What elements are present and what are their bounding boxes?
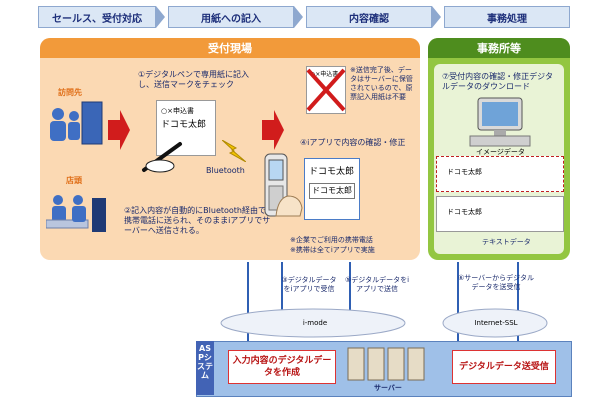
phone-screen-preview: ドコモ太郎 ドコモ太郎 — [304, 158, 360, 220]
computer-icon — [469, 97, 531, 147]
text-data-label: テキストデータ — [482, 238, 531, 246]
create-data-box: 入力内容のデジタルデータを作成 — [228, 350, 336, 384]
hand-icon — [275, 195, 303, 217]
form-title: ○×申込書 — [161, 107, 194, 115]
reception-panel-title: 受付現場 — [40, 38, 420, 58]
process-step-sales: セールス、受付対応 — [38, 6, 156, 28]
step5-text: ⑤デジタルデータをiアプリで送信 — [344, 276, 410, 293]
image-data-form: ドコモ太郎 — [436, 156, 564, 192]
asp-system-label: ASPシステム — [197, 344, 213, 380]
visit-label: 訪問先 — [58, 88, 82, 97]
ssl-cloud-icon — [442, 308, 548, 338]
office-panel-title: 事務所等 — [428, 38, 570, 58]
screen-name-1: ドコモ太郎 — [309, 167, 355, 177]
step3-text: ③デジタルデータをiアプリで受信 — [281, 276, 337, 293]
step1-text: ①デジタルペンで専用紙に記入し、送信マークをチェック — [138, 70, 250, 89]
phone-note-2: ※携帯は全てiアプリで実施 — [290, 246, 375, 254]
screen-name-2: ドコモ太郎 — [309, 183, 355, 199]
process-step-fill: 用紙への記入 — [168, 6, 294, 28]
phone-note-1: ※企業でご利用の携帯電話 — [290, 236, 373, 244]
store-people-illustration — [46, 195, 106, 232]
bluetooth-label: Bluetooth — [206, 166, 245, 175]
discarded-form-title: ○×申込書 — [310, 71, 339, 78]
digital-pen-icon — [142, 142, 182, 173]
image-form-name: ドコモ太郎 — [447, 168, 482, 176]
imode-label: i-mode — [302, 319, 328, 327]
cross-mark-icon — [306, 68, 346, 112]
form-name: ドコモ太郎 — [161, 120, 207, 130]
no-paper-note: ※送信完了後、データはサーバーに保管されているので、原票記入用紙は不要 — [350, 66, 413, 101]
step7-text: ⑦受付内容の確認・修正デジタルデータのダウンロード — [442, 72, 554, 91]
asp-system-sidebar — [196, 341, 214, 395]
red-arrow-1 — [108, 110, 130, 150]
step2-text: ②記入内容が自動的にBluetooth経由で携帯電話に送られ、そのままiアプリで… — [124, 206, 271, 235]
store-label: 店頭 — [66, 176, 82, 185]
image-data-label: イメージデータ — [476, 148, 525, 156]
red-arrow-2 — [262, 110, 284, 150]
process-arrow-2 — [294, 6, 303, 28]
text-data-form: ドコモ太郎 — [436, 196, 564, 232]
lightning-icon — [222, 140, 246, 162]
process-arrow-1 — [156, 6, 165, 28]
ssl-label: Internet-SSL — [474, 319, 518, 327]
step6-text: ⑥サーバーからデジタルデータを送受信 — [457, 274, 535, 291]
process-step-office: 事務処理 — [444, 6, 570, 28]
server-label: サーバー — [374, 384, 402, 392]
text-form-name: ドコモ太郎 — [447, 208, 482, 216]
visit-people-illustration — [50, 101, 103, 145]
imode-cloud-icon — [220, 308, 406, 338]
server-icon — [347, 347, 425, 381]
step4-text: ④iアプリで内容の確認・修正 — [300, 138, 406, 147]
process-arrow-3 — [432, 6, 441, 28]
application-form: ○×申込書 ドコモ太郎 — [156, 100, 216, 156]
process-step-confirm: 内容確認 — [306, 6, 432, 28]
send-receive-box: デジタルデータ送受信 — [452, 350, 556, 384]
